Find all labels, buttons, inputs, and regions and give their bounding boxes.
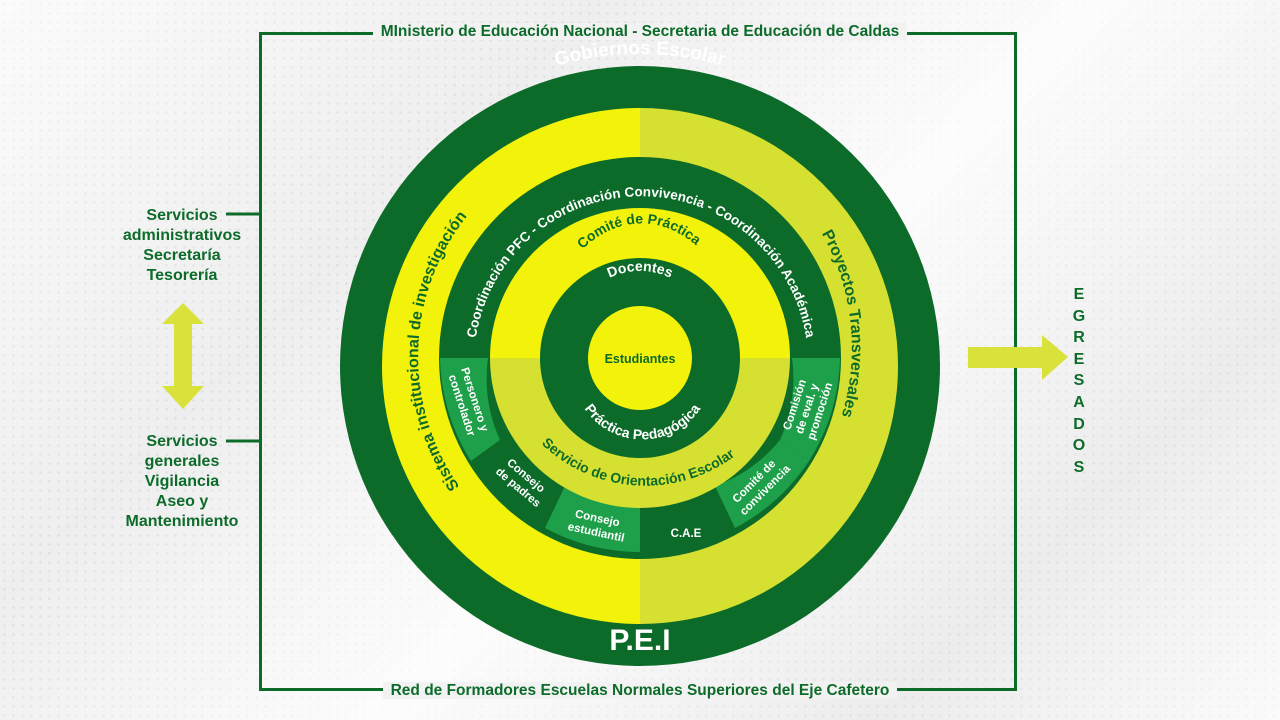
network-label: Red de Formadores Escuelas Normales Supe…: [0, 682, 1280, 700]
segment-comite-convivencia: [715, 440, 809, 528]
general-services-label: Servicios generales Vigilancia Aseo y Ma…: [125, 433, 239, 530]
cae-label: C.A.E: [671, 528, 702, 540]
segment-personero: [440, 358, 500, 461]
gobierno-escolar-label: Gobiernos Escolar: [552, 38, 728, 71]
double-arrow-icon: [162, 303, 204, 409]
admin-services-label: Servicios administrativos Secretaría Tes…: [122, 207, 242, 284]
segment-comision: [780, 358, 840, 461]
estudiantes-label: Estudiantes: [605, 352, 676, 366]
ministry-label: MInisterio de Educación Nacional - Secre…: [0, 23, 1280, 41]
pei-label: P.E.I: [609, 624, 670, 657]
lower-segments: [440, 358, 840, 552]
segment-consejo-padres: [471, 440, 565, 528]
estudiantes-circle: [588, 306, 692, 410]
segment-consejo-estudiantil: [545, 486, 640, 552]
segment-cae: [640, 486, 735, 552]
right-arrow-icon: [968, 335, 1068, 380]
